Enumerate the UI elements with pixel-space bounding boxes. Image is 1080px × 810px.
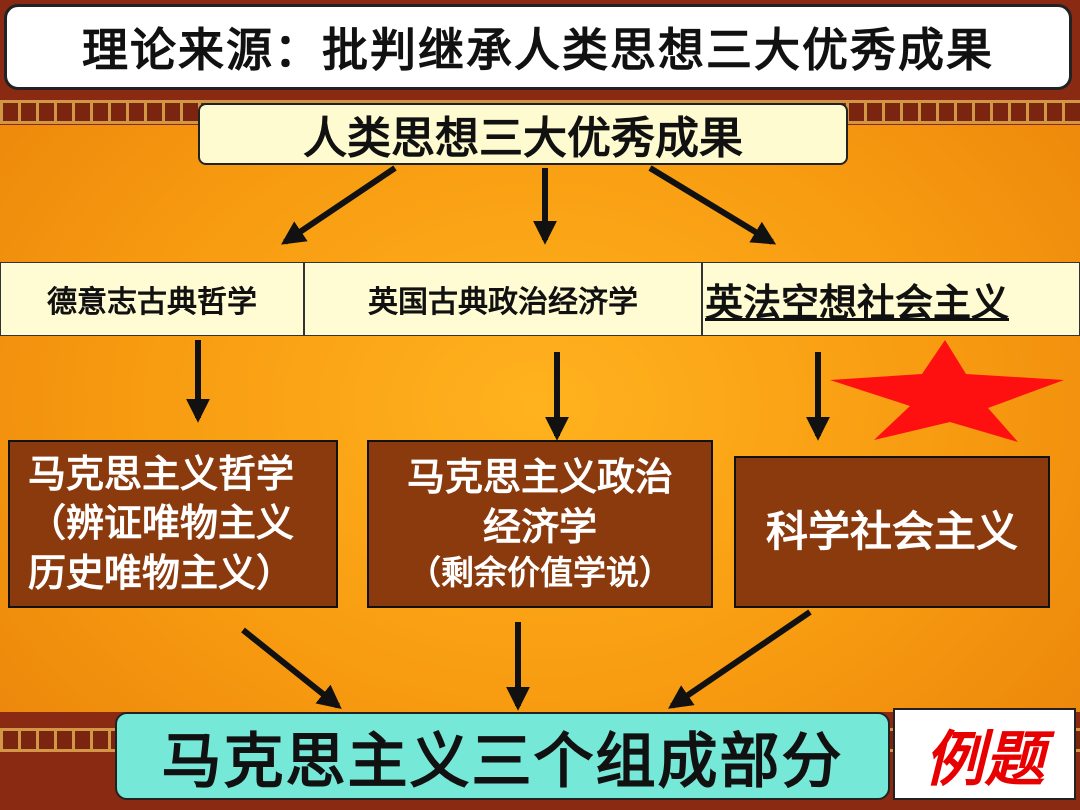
component-economics-line2: 经济学 [482,504,597,549]
component-socialism-line1: 科学社会主义 [765,506,1018,556]
component-economics-line1: 马克思主义政治 [406,455,673,500]
title-box: 理论来源：批判继承人类思想三大优秀成果 [4,4,1072,90]
arrow-root-to-philosophy [281,165,397,245]
arrow-philosophy-to-result [241,627,342,709]
component-economics-line3: （剩余价值学说） [408,552,672,592]
component-philosophy-line3: 历史唯物主义） [28,550,295,595]
source-utopian-socialism: 英法空想社会主义 [702,262,1080,336]
star-icon [830,340,1064,442]
component-scientific-socialism: 科学社会主义 [734,456,1050,608]
component-philosophy-line1: 马克思主义哲学 [28,451,295,496]
arrow-root-to-socialism [648,165,777,245]
example-button[interactable]: 例题 [893,708,1076,800]
component-philosophy: 马克思主义哲学 （辨证唯物主义 历史唯物主义） [8,440,338,608]
component-philosophy-line2: （辨证唯物主义 [28,501,295,546]
arrow-socialism-to-result [668,609,812,709]
page-title: 理论来源：批判继承人类思想三大优秀成果 [82,23,994,77]
result-box: 马克思主义三个组成部分 [115,712,890,800]
source-german-philosophy: 德意志古典哲学 [0,262,304,336]
component-economics: 马克思主义政治 经济学 （剩余价值学说） [367,440,713,608]
source-root-box: 人类思想三大优秀成果 [198,103,848,165]
source-british-economics: 英国古典政治经济学 [304,262,702,336]
